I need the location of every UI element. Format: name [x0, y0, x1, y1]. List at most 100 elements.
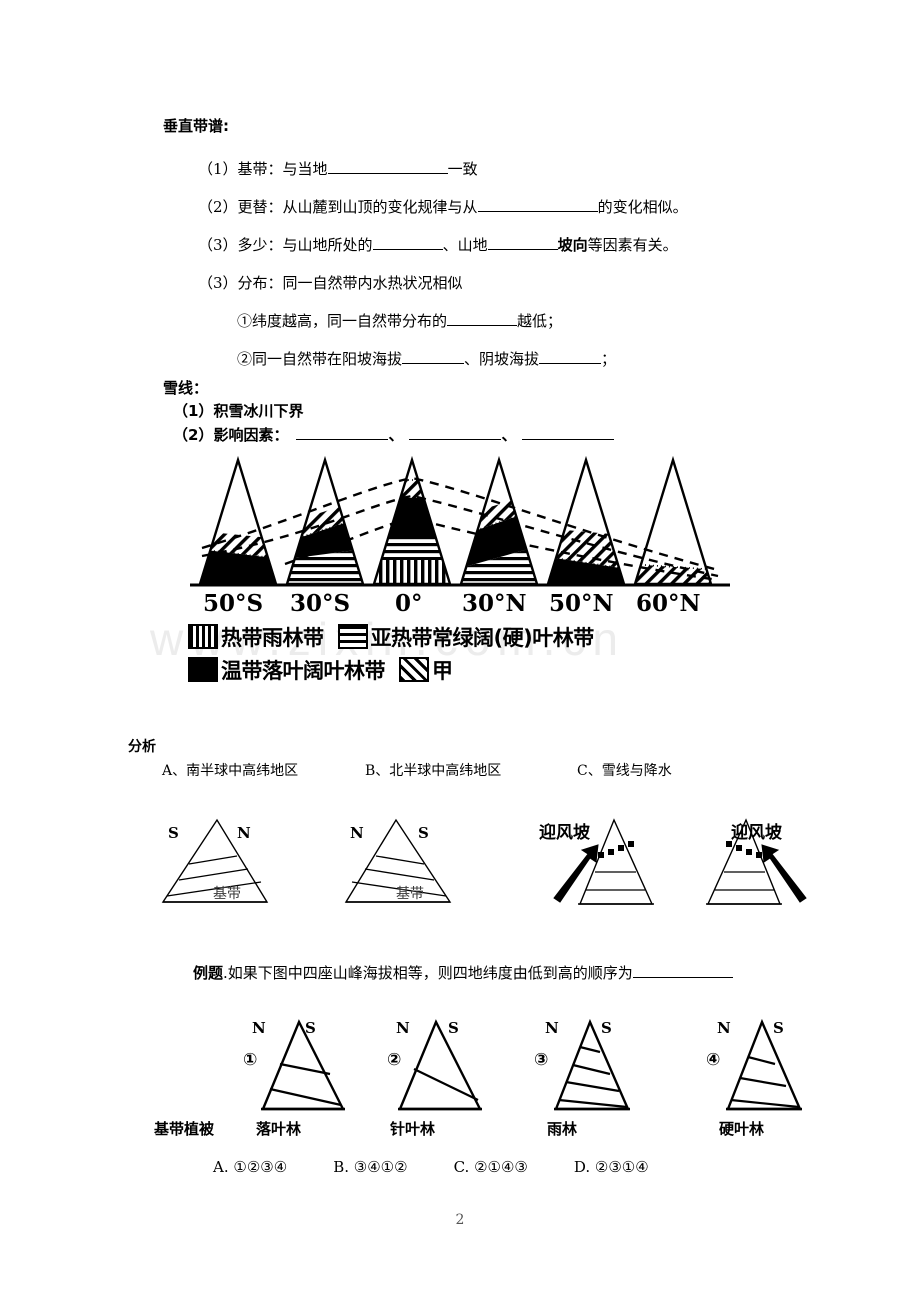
analysis-diagram-2-label-right: S: [418, 824, 429, 842]
example-diagram-2-label-left: N: [396, 1019, 410, 1037]
horizontal-stripes-swatch-icon: [337, 624, 368, 649]
analysis-diagram-4-wind-label: 迎风坡: [731, 823, 782, 843]
subitem-text-mid: 、阴坡海拔: [464, 350, 540, 368]
example-diagram-3-number: ③: [534, 1050, 549, 1070]
vertical-zones-heading: 垂直带谱:: [163, 117, 229, 135]
example-diagram-2-label-right: S: [448, 1019, 459, 1037]
vertical-zones-subitem-1: ①纬度越高，同一自然带分布的 越低；: [237, 310, 562, 331]
latitude-vegetation-svg: [190, 455, 730, 587]
separator: 、: [388, 426, 404, 444]
fill-blank: [409, 425, 502, 440]
fill-blank: [372, 235, 443, 250]
snowline-heading: 雪线：: [163, 379, 209, 397]
legend-label-jia: 甲: [432, 658, 453, 683]
subitem-text-after: 越低；: [517, 312, 563, 330]
example-question: 例题.如果下图中四座山峰海拔相等，则四地纬度由低到高的顺序为: [193, 962, 733, 983]
option-a-value: ①②③④: [233, 1158, 288, 1176]
axis-label-60N: 60°N: [636, 590, 701, 617]
fill-blank: [539, 349, 602, 364]
option-d-letter: D.: [573, 1158, 591, 1176]
fill-blank: [632, 963, 733, 978]
figure-legend: 热带雨林带 亚热带常绿阔(硬)叶林带 温带落叶阔叶林带 甲: [188, 620, 608, 686]
vertical-zones-item-1: （1）基带：与当地 一致: [198, 158, 478, 179]
subitem-text-after: ；: [601, 350, 617, 368]
example-diagram-1-number: ①: [243, 1050, 258, 1070]
analysis-diagram-1-label-right: N: [237, 824, 251, 842]
item-text-after: 一致: [447, 160, 478, 178]
option-a[interactable]: A. ①②③④: [213, 1158, 287, 1176]
analysis-diagram-3-wind-label: 迎风坡: [539, 823, 590, 843]
legend-row-2: 温带落叶阔叶林带 甲: [188, 653, 608, 686]
item-marker: （3）多少：: [198, 236, 283, 254]
option-c-value: ②①④③: [474, 1158, 528, 1176]
analysis-diagram-2-label-left: N: [350, 824, 364, 842]
item-text-before: 从山麓到山顶的变化规律与从: [282, 198, 478, 216]
analysis-item-c: C、雪线与降水: [577, 763, 672, 779]
option-d[interactable]: D. ②③①④: [574, 1158, 649, 1176]
subitem-text-before: 同一自然带在阳坡海拔: [252, 350, 403, 368]
item-bold-word: 坡向: [557, 236, 588, 254]
example-diagram-4: [700, 1012, 830, 1126]
analysis-diagram-1-label-left: S: [168, 824, 179, 842]
solid-black-swatch-icon: [188, 657, 218, 682]
example-label: 例题: [193, 964, 224, 982]
analysis-diagram-4: [690, 812, 820, 916]
watermark: www.zixin.com.cn: [150, 613, 625, 665]
example-diagram-2: [378, 1012, 508, 1126]
subitem-marker: ②: [237, 350, 253, 368]
option-b[interactable]: B. ③④①②: [333, 1158, 407, 1176]
example-diagram-4-label-right: S: [773, 1019, 784, 1037]
example-diagram-2-number: ②: [387, 1050, 402, 1070]
base-vegetation-label: 基带植被: [154, 1120, 215, 1138]
example-diagram-3-label-right: S: [601, 1019, 612, 1037]
subitem-text-before: 纬度越高，同一自然带分布的: [252, 312, 448, 330]
axis-label-50S: 50°S: [203, 590, 264, 617]
example-text: 如果下图中四座山峰海拔相等，则四地纬度由低到高的顺序为: [227, 964, 633, 982]
analysis-heading: 分析: [128, 739, 156, 755]
example-punct: .: [223, 964, 228, 982]
analysis-diagram-2-base-label: 基带: [396, 886, 424, 902]
vertical-zones-item-2: （2）更替：从山麓到山顶的变化规律与从的变化相似。: [198, 196, 688, 217]
example-diagram-1-label-left: N: [252, 1019, 266, 1037]
snowline-item-1: （1）积雪冰川下界: [173, 400, 303, 421]
example-diagram-4-number: ④: [706, 1050, 721, 1070]
snowline-item-2: （2）影响因素：、、: [173, 424, 615, 445]
example-diagram-3-label-left: N: [545, 1019, 559, 1037]
item-text-after: 的变化相似。: [597, 198, 688, 216]
axis-label-30S: 30°S: [290, 590, 351, 617]
item-marker: （1）基带：: [198, 160, 283, 178]
analysis-item-b: B、北半球中高纬地区: [365, 763, 502, 779]
fill-blank: [477, 197, 598, 212]
example-diagram-3: [528, 1012, 658, 1126]
legend-label-tropical-rainforest: 热带雨林带: [221, 625, 324, 650]
vertical-stripes-swatch-icon: [188, 624, 218, 649]
item-text-before: 同一自然带内水热状况相似: [282, 274, 463, 292]
option-d-value: ②③①④: [594, 1158, 649, 1176]
analysis-diagram-1: [155, 812, 285, 916]
fill-blank: [296, 425, 389, 440]
item-marker: （3）分布：: [198, 274, 283, 292]
example-diagram-4-label-left: N: [717, 1019, 731, 1037]
fill-blank: [522, 425, 615, 440]
item-marker: （2）: [173, 426, 214, 444]
item-text-before: 与山地所处的: [282, 236, 373, 254]
analysis-diagram-2: [338, 812, 468, 916]
page-number: 2: [455, 1212, 465, 1228]
axis-label-0: 0°: [395, 590, 423, 617]
diagonal-hatch-swatch-icon: [399, 657, 429, 682]
item-marker: （1）: [173, 402, 214, 420]
fill-blank: [487, 235, 558, 250]
legend-label-temperate-deciduous: 温带落叶阔叶林带: [221, 658, 386, 683]
example-diagram-1: [233, 1012, 363, 1126]
analysis-diagram-3: [540, 812, 670, 916]
example-diagram-2-caption: 针叶林: [390, 1120, 436, 1138]
option-c-letter: C.: [453, 1158, 470, 1176]
item-text-before: 与当地: [282, 160, 328, 178]
option-c[interactable]: C. ②①④③: [454, 1158, 528, 1176]
subitem-marker: ①: [237, 312, 253, 330]
example-diagram-4-caption: 硬叶林: [719, 1120, 765, 1138]
example-diagram-1-caption: 落叶林: [256, 1120, 302, 1138]
item-text-mid: 、山地: [442, 236, 488, 254]
snowline-dotted: [726, 841, 762, 858]
